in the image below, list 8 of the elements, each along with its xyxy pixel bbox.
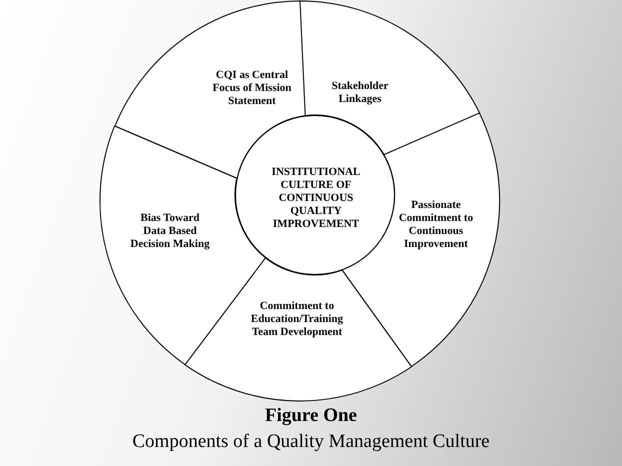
figure-title: Figure One: [264, 405, 357, 426]
segment-label: Bias Toward Data Based Decision Making: [130, 212, 210, 252]
center-label: INSTITUTIONAL CULTURE OF CONTINUOUS QUALITY IMPROVEMENT: [270, 166, 362, 230]
segment-label: Passionate Commitment to Continuous Improvement: [398, 198, 474, 251]
segment-label: Stakeholder Linkages: [330, 80, 390, 106]
segment-label: Commitment to Education/Training Team Development: [250, 300, 344, 340]
segment-label: CQI as Central Focus of Mission Statement: [212, 68, 292, 108]
figure-caption: Components of a Quality Management Culture: [132, 431, 490, 452]
